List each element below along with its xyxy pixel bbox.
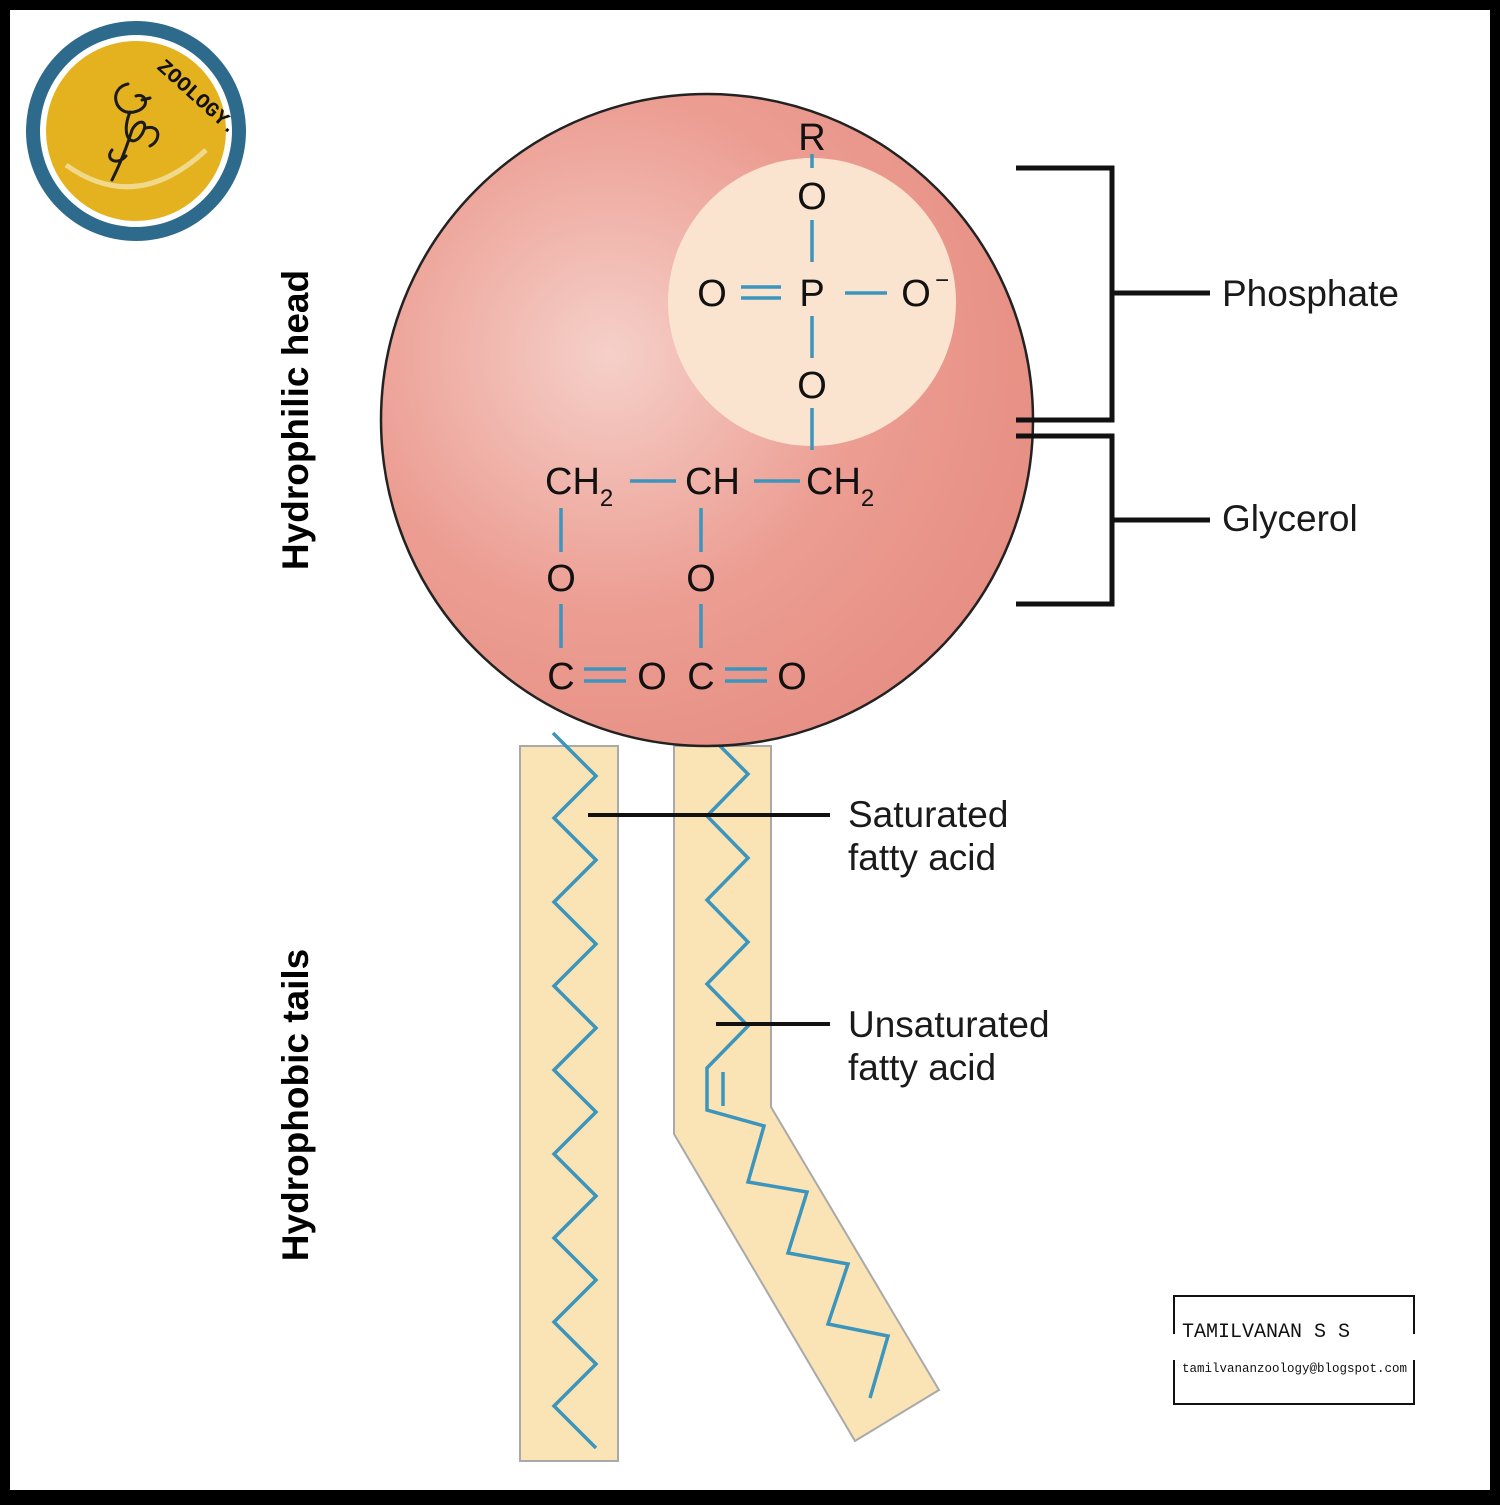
glycerol-bracket	[1016, 433, 1210, 607]
phosphate-circle	[668, 158, 956, 446]
credit-name: TAMILVANAN S S	[1182, 1321, 1350, 1344]
saturated-label: Saturated fatty acid	[848, 794, 1019, 878]
molecule-bonds	[559, 154, 887, 683]
glycerol-label: Glycerol	[1222, 498, 1358, 539]
carbonyl-oxygen-2: O	[777, 656, 807, 698]
phosphate-oxygen-anion: O	[901, 273, 931, 315]
molecule-atoms: R O O P O − O CH2 CH CH2 O O C O C O	[545, 117, 949, 698]
ester-oxygen-2: O	[686, 558, 716, 600]
phosphate-oxygen-double: O	[697, 273, 727, 315]
phosphate-bracket	[1016, 165, 1210, 423]
glycerol-carbon-1: CH2	[545, 461, 613, 512]
r-group-label: R	[798, 117, 825, 159]
saturated-tail	[519, 731, 619, 1462]
negative-charge: −	[935, 267, 949, 294]
credit-box: TAMILVANAN S S tamilvananzoology@blogspo…	[1173, 1295, 1415, 1405]
hydrophobic-tails-label: Hydrophobic tails	[275, 949, 316, 1261]
glycerol-carbon-2: CH	[685, 461, 740, 503]
phosphate-oxygen-bottom: O	[797, 365, 827, 407]
ester-oxygen-1: O	[546, 558, 576, 600]
carbonyl-oxygen-1: O	[637, 656, 667, 698]
unsaturated-label: Unsaturated fatty acid	[848, 1004, 1060, 1088]
carbonyl-carbon-1: C	[547, 656, 574, 698]
carbonyl-carbon-2: C	[687, 656, 714, 698]
credit-blog: tamilvananzoology@blogspot.com	[1182, 1362, 1407, 1376]
phosphate-label: Phosphate	[1222, 273, 1399, 314]
hydrophilic-head-label: Hydrophilic head	[275, 270, 316, 570]
hydrophilic-head-sphere	[379, 92, 1035, 748]
phosphate-oxygen-top: O	[797, 176, 827, 218]
glycerol-carbon-3: CH2	[806, 461, 874, 512]
zoology-logo: ZOOLOGY.	[26, 21, 246, 241]
phosphorus-atom: P	[799, 273, 824, 315]
unsaturated-tail	[673, 731, 941, 1443]
